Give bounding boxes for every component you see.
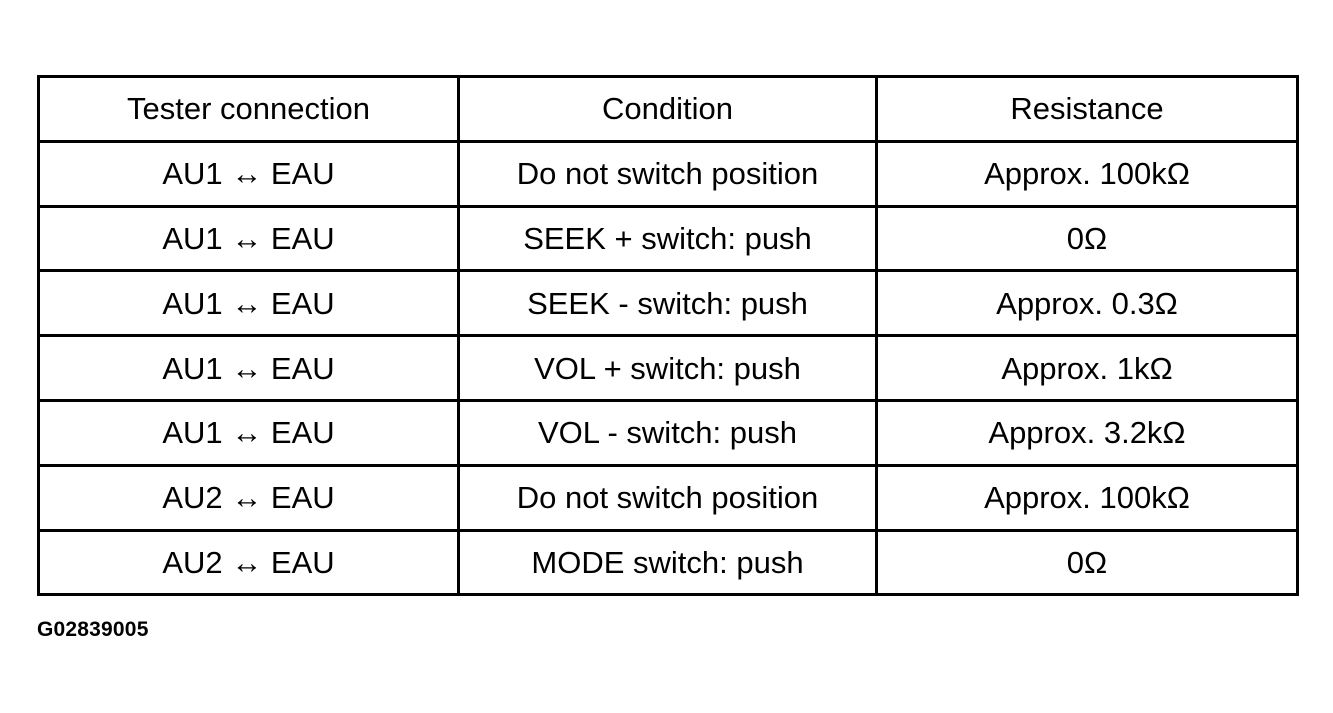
table-row: AU1 ↔ EAU SEEK - switch: push Approx. 0.…: [37, 269, 1299, 338]
tester-connection-cell: AU1 ↔ EAU: [37, 139, 460, 208]
condition-cell: VOL - switch: push: [457, 398, 878, 467]
table-row: AU2 ↔ EAU MODE switch: push 0Ω: [37, 528, 1299, 597]
resistance-spec-table: Tester connection Condition Resistance A…: [37, 75, 1299, 597]
resistance-cell: Approx. 100kΩ: [875, 463, 1299, 532]
figure-code: G02839005: [37, 618, 149, 641]
condition-cell: SEEK + switch: push: [457, 204, 878, 273]
table-row: AU1 ↔ EAU Do not switch position Approx.…: [37, 139, 1299, 208]
tester-connection-cell: AU1 ↔ EAU: [37, 398, 460, 467]
table-row: AU1 ↔ EAU VOL + switch: push Approx. 1kΩ: [37, 334, 1299, 402]
tester-connection-cell: AU2 ↔ EAU: [37, 463, 460, 532]
table-row: AU1 ↔ EAU VOL - switch: push Approx. 3.2…: [37, 398, 1299, 467]
table-header-row: Tester connection Condition Resistance: [37, 75, 1299, 143]
resistance-cell: Approx. 3.2kΩ: [875, 398, 1299, 467]
resistance-cell: Approx. 1kΩ: [875, 334, 1299, 402]
resistance-cell: 0Ω: [875, 528, 1299, 597]
header-condition: Condition: [457, 75, 878, 143]
table-row: AU1 ↔ EAU SEEK + switch: push 0Ω: [37, 204, 1299, 273]
condition-cell: SEEK - switch: push: [457, 269, 878, 338]
condition-cell: Do not switch position: [457, 463, 878, 532]
tester-connection-cell: AU1 ↔ EAU: [37, 204, 460, 273]
condition-cell: VOL + switch: push: [457, 334, 878, 402]
condition-cell: Do not switch position: [457, 139, 878, 208]
header-resistance: Resistance: [875, 75, 1299, 143]
header-tester-connection: Tester connection: [37, 75, 460, 143]
resistance-cell: 0Ω: [875, 204, 1299, 273]
tester-connection-cell: AU1 ↔ EAU: [37, 334, 460, 402]
table-row: AU2 ↔ EAU Do not switch position Approx.…: [37, 463, 1299, 532]
tester-connection-cell: AU2 ↔ EAU: [37, 528, 460, 597]
resistance-cell: Approx. 100kΩ: [875, 139, 1299, 208]
resistance-cell: Approx. 0.3Ω: [875, 269, 1299, 338]
condition-cell: MODE switch: push: [457, 528, 878, 597]
tester-connection-cell: AU1 ↔ EAU: [37, 269, 460, 338]
